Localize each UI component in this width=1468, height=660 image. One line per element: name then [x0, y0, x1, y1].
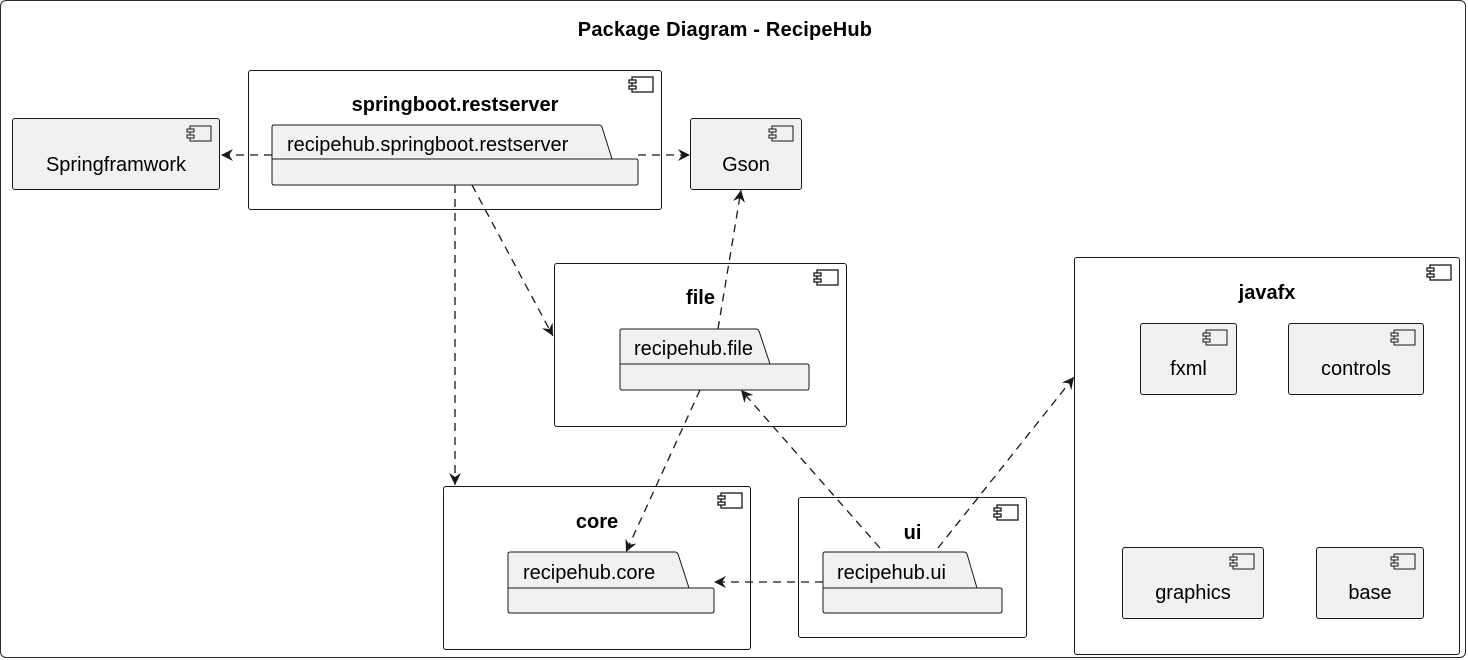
gson-label: Gson	[722, 154, 770, 176]
edge-restserver-file	[471, 184, 554, 337]
component-icon	[628, 76, 654, 93]
edge-file-core	[625, 389, 701, 553]
component-icon	[768, 125, 794, 142]
ui-package: recipehub.ui	[822, 551, 1003, 614]
restserver-label: springboot.restserver	[351, 94, 559, 116]
controls-label: controls	[1320, 358, 1392, 380]
springframework-label: Springframwork	[45, 154, 187, 176]
fxml-label: fxml	[1170, 358, 1207, 380]
component-icon	[1426, 264, 1452, 281]
controls-component: controls	[1288, 323, 1424, 395]
component-icon	[1202, 329, 1228, 346]
gson-component: Gson	[690, 118, 802, 190]
restserver-package-label: recipehub.springboot.restserver	[287, 134, 569, 156]
ui-package-label: recipehub.ui	[837, 562, 946, 584]
springframework-component: Springframwork	[12, 118, 220, 190]
restserver-package: recipehub.springboot.restserver	[271, 124, 639, 186]
core-package: recipehub.core	[507, 551, 715, 614]
base-label: base	[1348, 582, 1392, 604]
file-package: recipehub.file	[619, 328, 810, 391]
edge-ui-javafx	[937, 376, 1075, 549]
javafx-label: javafx	[1238, 282, 1296, 304]
diagram-title: Package Diagram - RecipeHub	[577, 19, 873, 41]
edge-ui-file	[740, 389, 881, 549]
core-package-label: recipehub.core	[523, 562, 655, 584]
edge-file-gson	[717, 189, 745, 330]
component-icon	[993, 504, 1019, 521]
component-icon	[1390, 553, 1416, 570]
component-icon	[813, 269, 839, 286]
fxml-component: fxml	[1140, 323, 1237, 395]
core-label: core	[575, 511, 619, 533]
file-label: file	[686, 287, 715, 309]
component-icon	[1229, 553, 1255, 570]
file-package-label: recipehub.file	[634, 338, 753, 360]
graphics-label: graphics	[1155, 582, 1231, 604]
ui-label: ui	[903, 522, 922, 544]
component-icon	[186, 125, 212, 142]
component-icon	[717, 492, 743, 509]
component-icon	[1390, 329, 1416, 346]
